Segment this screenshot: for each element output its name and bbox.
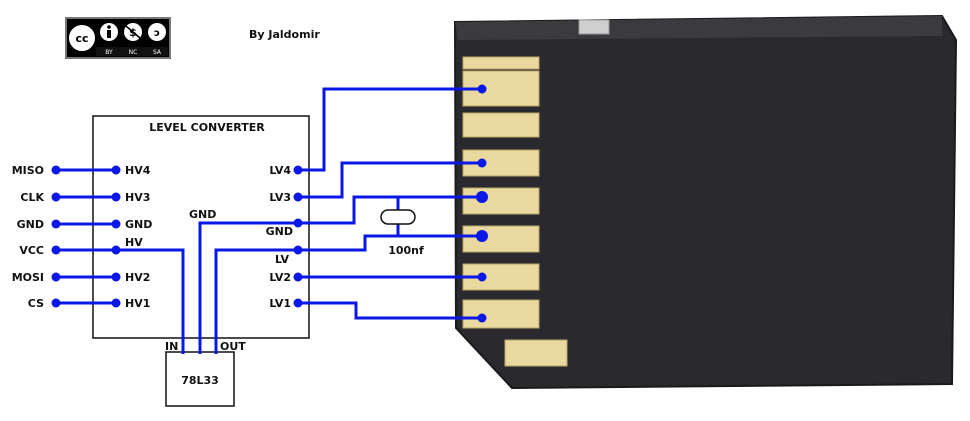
connection-dots	[51, 84, 488, 323]
wire-lv1	[298, 301, 482, 320]
node-dot	[51, 192, 61, 202]
node-dot	[111, 165, 121, 175]
node-dot	[51, 165, 61, 175]
node-dot	[293, 192, 303, 202]
node-dot	[111, 245, 121, 255]
signal-label: MOSI	[12, 271, 44, 284]
node-dot	[293, 165, 303, 175]
hv-pin-label: GND	[125, 218, 152, 231]
regulator-label: 78L33	[181, 374, 219, 387]
node-dot	[477, 84, 487, 94]
signal-label: GND	[17, 218, 44, 231]
node-dot	[51, 219, 61, 229]
wires	[56, 87, 482, 354]
node-dot	[477, 313, 487, 323]
node-dot	[477, 272, 487, 282]
node-dot	[51, 245, 61, 255]
contact-pad	[462, 187, 540, 215]
lv-pin-label: LV4	[269, 164, 291, 177]
sd-card-notch	[578, 19, 610, 35]
regulator-out-label: OUT	[220, 340, 246, 353]
node-dot	[111, 192, 121, 202]
hv-pin-labels: HV4 HV3 GND HV HV2 HV1	[125, 164, 152, 310]
lv-pin-label: LV1	[269, 297, 291, 310]
hv-pin-label: HV3	[125, 191, 150, 204]
signal-label: MISO	[12, 164, 44, 177]
hv-pin-label: HV1	[125, 297, 150, 310]
node-dot	[476, 230, 488, 242]
wire-regulator-out-to-lv	[214, 248, 298, 354]
contact-pad	[462, 299, 540, 329]
node-dot	[51, 298, 61, 308]
regulator-box	[165, 351, 235, 407]
wire-lv4	[298, 87, 482, 172]
regulator-in-label: IN	[165, 340, 178, 353]
contact-pad	[462, 112, 540, 138]
node-dot	[293, 218, 303, 228]
wire-hv-to-regulator-in	[116, 248, 185, 354]
sd-card	[453, 14, 958, 390]
inner-gnd-label: GND	[189, 208, 216, 221]
lv-pin-label: LV	[275, 253, 289, 266]
signal-label: CLK	[20, 191, 44, 204]
lv-pin-label: LV2	[269, 271, 291, 284]
hv-pin-label: HV2	[125, 271, 150, 284]
cc-by-nc-sa-icon: cc $ ↄ BY NC SA	[65, 17, 171, 59]
hv-pin-label: HV4	[125, 164, 151, 177]
contact-pad	[462, 225, 540, 253]
node-dot	[476, 191, 488, 203]
sd-card-contacts	[462, 56, 568, 367]
svg-text:cc: cc	[75, 32, 88, 45]
node-dot	[111, 272, 121, 282]
wire-gnd-to-regulator	[198, 221, 298, 354]
contact-pad	[504, 339, 568, 367]
author-credit: By Jaldomir	[249, 28, 320, 41]
lv-pin-labels: LV4 LV3 GND LV LV2 LV1	[266, 164, 293, 310]
lv-pin-label: LV3	[269, 191, 291, 204]
wire-lv	[298, 234, 482, 252]
capacitor	[380, 209, 416, 225]
node-dot	[293, 298, 303, 308]
license-word: BY	[105, 49, 113, 56]
license-word: SA	[153, 49, 162, 56]
lv-pin-label: GND	[266, 225, 293, 238]
svg-text:ↄ: ↄ	[154, 28, 160, 39]
node-dot	[111, 219, 121, 229]
node-dot	[477, 158, 487, 168]
wire-lv3	[298, 161, 482, 199]
node-dot	[293, 245, 303, 255]
signal-labels: MISO CLK GND VCC MOSI CS	[12, 164, 45, 310]
level-converter-title: LEVEL CONVERTER	[149, 121, 265, 134]
wire-gnd-right	[298, 195, 482, 225]
contact-pad	[462, 56, 540, 70]
signal-label: VCC	[19, 244, 44, 257]
node-dot	[293, 272, 303, 282]
hv-pin-label: HV	[125, 236, 143, 249]
signal-label: CS	[28, 297, 44, 310]
node-dot	[51, 272, 61, 282]
license-word: NC	[129, 49, 138, 56]
sd-card-edge-shade	[455, 16, 942, 40]
capacitor-label: 100nf	[388, 244, 424, 257]
node-dot	[111, 298, 121, 308]
